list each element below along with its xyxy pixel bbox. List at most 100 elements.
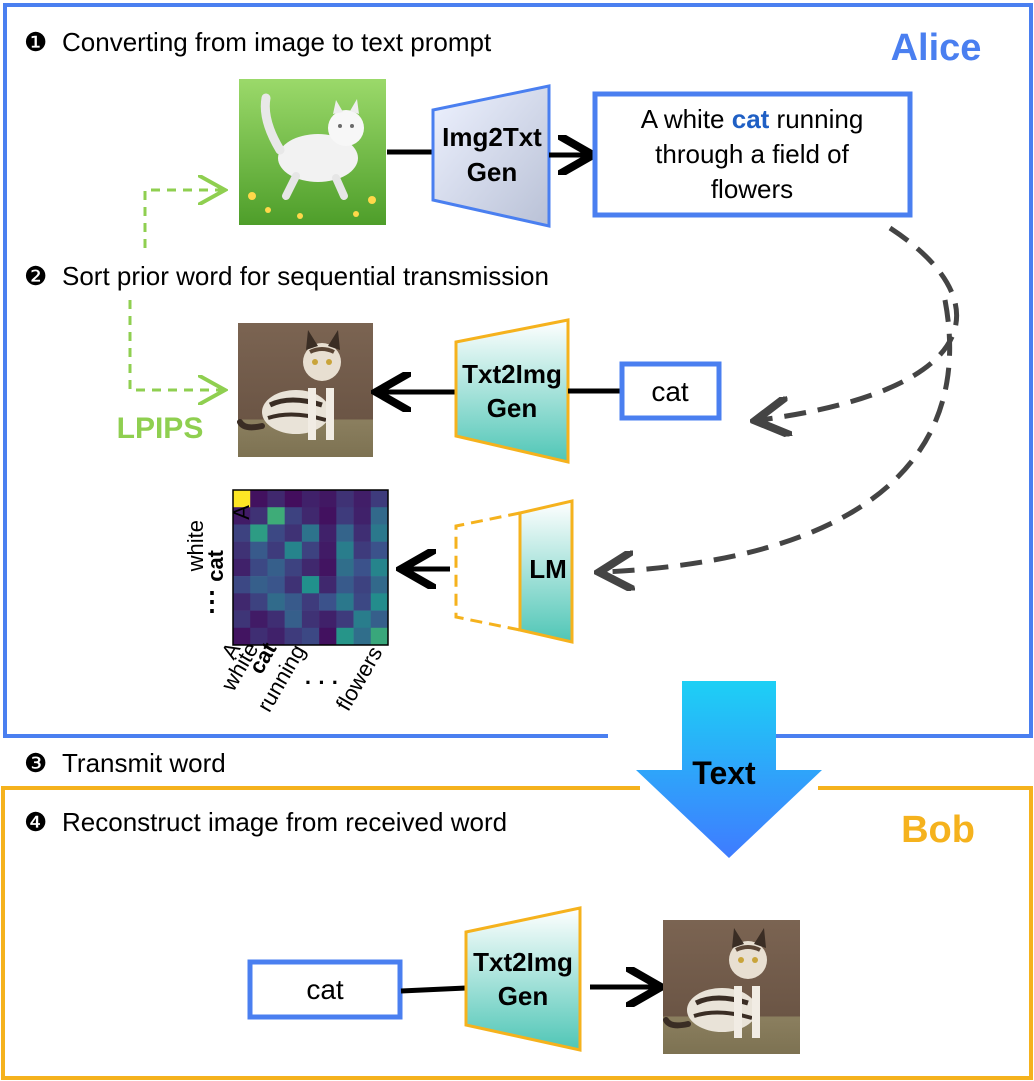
word-box-bob-text: cat <box>306 974 344 1005</box>
heatmap-cell <box>370 490 389 508</box>
alice-label: Alice <box>891 27 982 69</box>
img2txt-gen-block: Img2Txt Gen <box>431 84 551 228</box>
heatmap-cell <box>284 490 303 508</box>
heatmap-cell <box>284 524 303 542</box>
heatmap-cell <box>301 541 320 560</box>
heatmap-cell <box>284 627 303 646</box>
heatmap-cell <box>267 541 285 560</box>
lm-label: LM <box>529 554 567 584</box>
bob-frame <box>1 786 1033 1080</box>
heatmap-cell <box>301 610 320 629</box>
caption-line2: through a field of <box>655 139 849 169</box>
img2txt-label-line1: Img2Txt <box>442 122 542 152</box>
txt2img-gen-block-alice: Txt2Img Gen <box>454 318 570 464</box>
heatmap-cell <box>250 490 268 508</box>
heatmap-cell <box>319 576 337 594</box>
heatmap-cell <box>250 576 268 594</box>
heatmap-cell <box>319 490 337 508</box>
lpips-arrow-to-generated-photo <box>128 300 222 390</box>
heatmap-cell <box>267 558 285 577</box>
heatmap-cell <box>353 593 372 611</box>
heatmap-cell <box>233 541 251 560</box>
heatmap-y-label: A <box>229 505 254 520</box>
heatmap-cell <box>319 627 337 646</box>
heatmap-x-labels: A white cat running · · · flowers <box>215 637 387 716</box>
heatmap-cell <box>319 524 337 542</box>
heatmap-cell <box>353 576 372 594</box>
transmit-arrow-label: Text <box>692 755 756 791</box>
dashed-arrow-caption-to-lm <box>604 299 952 572</box>
heatmap-cell <box>353 524 372 542</box>
heatmap-cell <box>336 558 354 577</box>
heatmap-cell <box>370 507 389 525</box>
bob-label: Bob <box>901 809 975 851</box>
heatmap-cell <box>370 610 389 629</box>
step3-text: Transmit word <box>62 748 226 778</box>
heatmap-cell <box>336 576 354 594</box>
heatmap-cell <box>250 558 268 577</box>
heatmap-y-label: ⋮ <box>199 586 225 616</box>
heatmap-cell <box>353 541 372 560</box>
word-box-bob: cat <box>247 959 403 1020</box>
heatmap-cell <box>301 593 320 611</box>
heatmap-cell <box>250 610 268 629</box>
heatmap-cell <box>370 627 389 646</box>
heatmap-cell <box>250 627 268 646</box>
heatmap-cell <box>370 541 389 560</box>
heatmap-cell <box>336 627 354 646</box>
alice-frame <box>3 3 1033 738</box>
heatmap-cell <box>336 541 354 560</box>
reconstructed-photo-cat-bob <box>663 920 800 1054</box>
step4-marker: ❹ <box>24 807 47 837</box>
heatmap-cell <box>301 507 320 525</box>
heatmap-cell <box>284 558 303 577</box>
txt2img-alice-label-line2: Gen <box>487 393 538 423</box>
heatmap-cell <box>284 541 303 560</box>
heatmap-cell <box>233 576 251 594</box>
heatmap-cell <box>319 610 337 629</box>
heatmap-cell <box>336 490 354 508</box>
caption-box: A white cat running through a field of f… <box>592 91 913 218</box>
heatmap-cell <box>336 610 354 629</box>
step1-marker: ❶ <box>24 27 47 57</box>
transmit-arrow: Text <box>636 681 822 858</box>
heatmap-y-label: cat <box>203 549 228 581</box>
heatmap-cell <box>370 576 389 594</box>
lm-block: LM <box>454 499 574 644</box>
heatmap-x-label: · · · <box>305 670 339 695</box>
step2-marker: ❷ <box>24 261 47 291</box>
step1-text: Converting from image to text prompt <box>62 27 492 57</box>
heatmap-cell <box>353 490 372 508</box>
input-photo-cat <box>239 79 386 225</box>
heatmap-cell <box>250 541 268 560</box>
heatmap-cell <box>370 524 389 542</box>
heatmap-cell <box>319 558 337 577</box>
heatmap-cell <box>267 490 285 508</box>
dashed-arrow-caption-to-word <box>760 225 959 420</box>
step2-text: Sort prior word for sequential transmiss… <box>62 261 549 291</box>
heatmap-y-labels: A white cat ⋮ <box>183 505 254 616</box>
heatmap-cell <box>233 490 251 508</box>
txt2img-bob-label-line1: Txt2Img <box>473 947 573 977</box>
word-box-alice-text: cat <box>651 376 689 407</box>
heatmap-cell <box>233 593 251 611</box>
heatmap-cell <box>336 507 354 525</box>
attention-heatmap <box>232 489 389 646</box>
heatmap-cell <box>250 507 268 525</box>
heatmap-cell <box>353 558 372 577</box>
step4-text: Reconstruct image from received word <box>62 807 507 837</box>
heatmap-cell <box>250 593 268 611</box>
heatmap-cell <box>336 524 354 542</box>
generated-photo-cat-alice <box>237 323 373 457</box>
heatmap-y-label: white <box>183 520 208 572</box>
heatmap-cell <box>319 507 337 525</box>
connector-word-to-txt2img-bob <box>400 985 467 994</box>
heatmap-cell <box>353 610 372 629</box>
heatmap-cell <box>370 558 389 577</box>
heatmap-cell <box>250 524 268 542</box>
heatmap-cell <box>284 507 303 525</box>
heatmap-border <box>232 489 389 646</box>
lpips-label: LPIPS <box>117 412 204 445</box>
heatmap-cell <box>301 490 320 508</box>
heatmap-cell <box>370 593 389 611</box>
